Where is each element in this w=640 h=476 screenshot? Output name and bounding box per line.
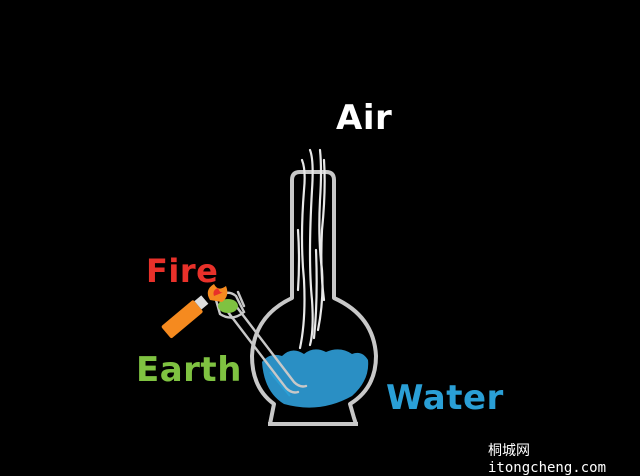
label-water: Water — [386, 378, 504, 418]
flask-outline — [250, 170, 378, 426]
flame-core-icon — [213, 288, 224, 296]
label-earth: Earth — [136, 350, 242, 390]
watermark: 桐城网 itongcheng.com — [488, 443, 607, 476]
downstem-inner — [269, 371, 291, 397]
label-fire: Fire — [146, 252, 219, 290]
weed-icon — [218, 299, 238, 313]
label-air: Air — [336, 98, 393, 138]
smoke-lines — [296, 148, 326, 350]
lighter-icon — [161, 295, 209, 339]
